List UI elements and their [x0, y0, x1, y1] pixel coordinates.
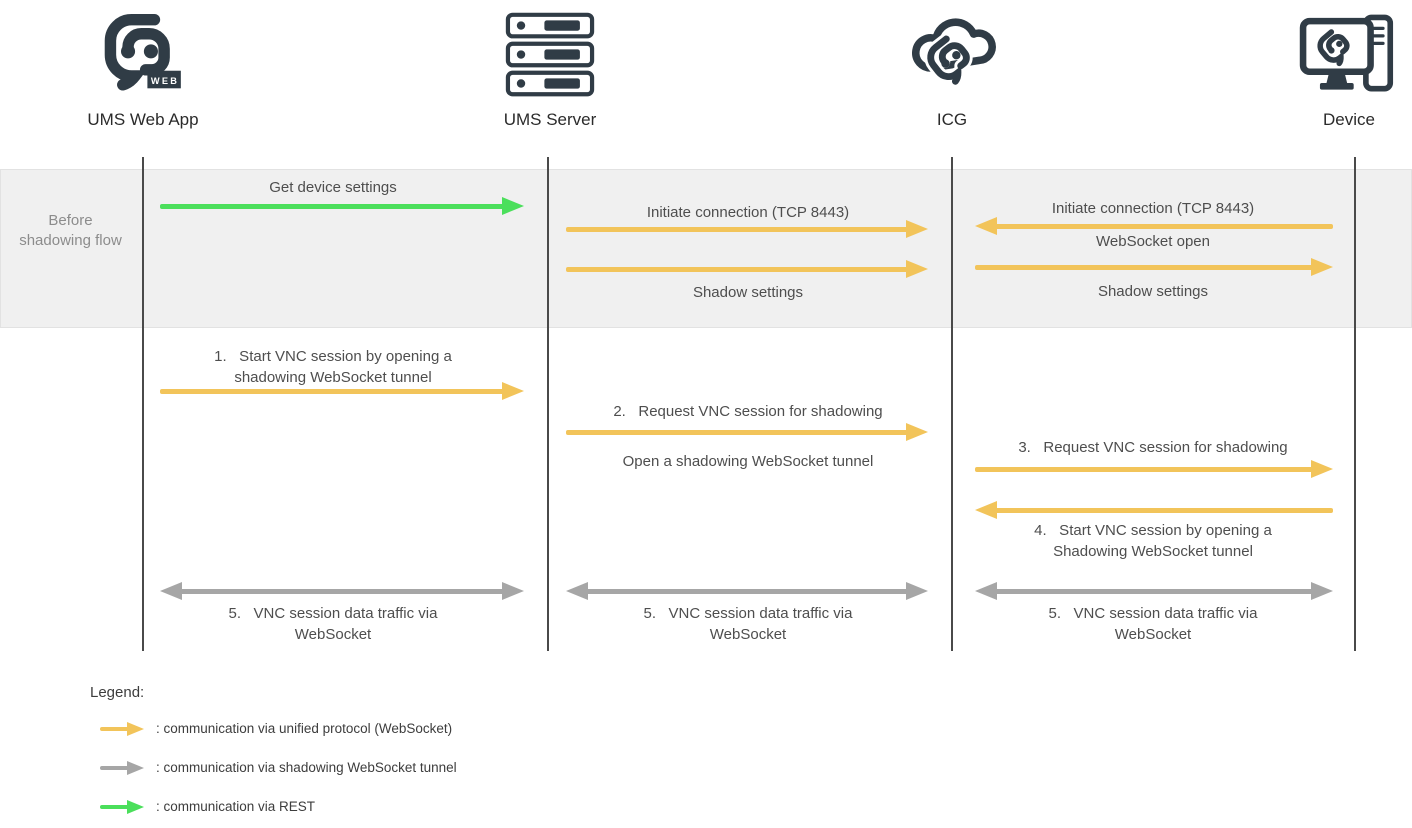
- arrow-shaft: [991, 223, 1333, 229]
- legend-item-unified-protocol: : communication via unified protocol (We…: [156, 721, 453, 736]
- message-shadow-settings-icg-device: Shadow settings: [1097, 283, 1209, 300]
- message-step1-line1: 1. Start VNC session by opening a: [214, 348, 452, 365]
- lifeline-icg: [951, 157, 953, 651]
- message-step2-sub: Open a shadowing WebSocket tunnel: [622, 453, 874, 470]
- legend-arrow-gray: [100, 761, 144, 775]
- arrow-shaft: [566, 266, 912, 272]
- arrow-both-gray-step5-col3: [975, 582, 1333, 600]
- arrow-right-yellow-shadow-settings-device: [975, 258, 1333, 276]
- arrow-shaft: [100, 805, 132, 809]
- legend-arrow-green: [100, 800, 144, 814]
- cloud-logo-icon: [912, 18, 996, 87]
- arrow-left-yellow-step4: [975, 501, 1333, 519]
- message-step4-line2: Shadowing WebSocket tunnel: [1053, 543, 1253, 560]
- actor-label-ums-server: UMS Server: [503, 110, 597, 129]
- message-step4: 4. Start VNC session by opening a Shadow…: [953, 520, 1353, 562]
- arrow-shaft: [975, 264, 1317, 270]
- legend-arrow-yellow: [100, 722, 144, 736]
- arrow-shaft: [566, 429, 912, 435]
- arrow-shaft: [176, 588, 508, 594]
- message-step5-line2: WebSocket: [294, 626, 372, 643]
- arrow-left-yellow-initiate-connection: [975, 217, 1333, 235]
- actor-icg: ICG: [872, 4, 1032, 130]
- message-step3: 3. Request VNC session for shadowing: [1018, 439, 1288, 456]
- arrow-shaft: [160, 203, 508, 209]
- lifeline-device: [1354, 157, 1356, 651]
- message-step2: 2. Request VNC session for shadowing: [613, 403, 883, 420]
- actor-label-icg: ICG: [936, 110, 968, 129]
- arrow-right-yellow-initiate-connection: [566, 220, 928, 238]
- arrow-shaft: [975, 466, 1317, 472]
- arrow-shaft: [566, 226, 912, 232]
- message-step1: 1. Start VNC session by opening a shadow…: [133, 346, 533, 388]
- arrow-both-gray-step5-col1: [160, 582, 524, 600]
- message-step5-col2: 5. VNC session data traffic via WebSocke…: [548, 603, 948, 645]
- message-step5-line1: 5. VNC session data traffic via: [1048, 605, 1258, 622]
- actor-label-ums-web-app: UMS Web App: [87, 110, 199, 129]
- message-step4-line1: 4. Start VNC session by opening a: [1034, 522, 1272, 539]
- arrow-shaft: [991, 507, 1333, 513]
- arrow-right-green-get-device-settings: [160, 197, 524, 215]
- lifeline-ums-server: [547, 157, 549, 651]
- legend-item-shadowing-tunnel: : communication via shadowing WebSocket …: [156, 760, 457, 775]
- message-initiate-connection-ums-icg: Initiate connection (TCP 8443): [646, 204, 850, 221]
- ums-web-app-logo-icon: WEB: [110, 19, 181, 89]
- server-stack-icon: [505, 12, 595, 97]
- arrow-right-yellow-shadow-settings: [566, 260, 928, 278]
- web-badge-label: WEB: [151, 76, 179, 86]
- arrow-both-gray-step5-col2: [566, 582, 928, 600]
- actor-label-device: Device: [1323, 110, 1375, 129]
- arrow-shaft: [100, 727, 132, 731]
- message-step5-col3: 5. VNC session data traffic via WebSocke…: [953, 603, 1353, 645]
- arrow-shaft: [991, 588, 1317, 594]
- message-step5-line1: 5. VNC session data traffic via: [643, 605, 853, 622]
- arrow-shaft: [100, 766, 132, 770]
- phase-label: Before shadowing flow: [19, 212, 122, 249]
- legend-item-rest: : communication via REST: [156, 799, 316, 814]
- message-step5-line1: 5. VNC session data traffic via: [228, 605, 438, 622]
- message-step5-col1: 5. VNC session data traffic via WebSocke…: [133, 603, 533, 645]
- message-initiate-connection-icg-device: Initiate connection (TCP 8443): [1051, 200, 1255, 217]
- actor-ums-server: UMS Server: [470, 4, 630, 130]
- arrow-shaft: [582, 588, 912, 594]
- actor-ums-web-app: WEB UMS Web App: [63, 4, 223, 130]
- actor-device: Device: [1269, 4, 1412, 130]
- device-monitor-icon: [1299, 14, 1394, 92]
- legend-title: Legend:: [90, 684, 145, 701]
- arrow-right-yellow-step3: [975, 460, 1333, 478]
- message-step1-line2: shadowing WebSocket tunnel: [234, 369, 432, 386]
- arrow-right-yellow-step2: [566, 423, 928, 441]
- message-get-device-settings: Get device settings: [269, 179, 397, 196]
- message-step5-line2: WebSocket: [1114, 626, 1192, 643]
- before-shadowing-band: [0, 169, 1412, 328]
- arrow-shaft: [160, 388, 508, 394]
- lifeline-ums-web-app: [142, 157, 144, 651]
- message-websocket-open: WebSocket open: [1096, 233, 1210, 250]
- message-shadow-settings-ums-icg: Shadow settings: [692, 284, 804, 301]
- arrow-right-yellow-step1: [160, 382, 524, 400]
- message-step5-line2: WebSocket: [709, 626, 787, 643]
